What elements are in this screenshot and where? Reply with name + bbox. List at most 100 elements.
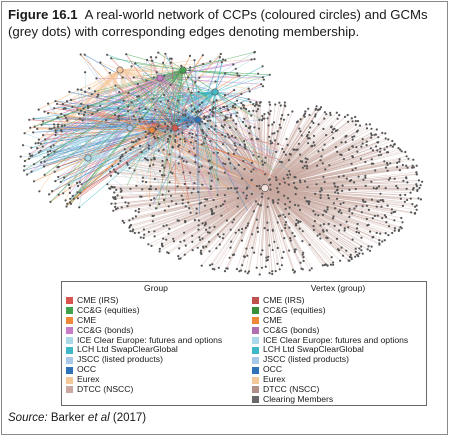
clearing-member-dot — [393, 229, 396, 232]
clearing-member-dot — [293, 186, 297, 189]
clearing-member-dot — [278, 268, 281, 271]
clearing-member-dot — [331, 131, 334, 134]
clearing-member-dot — [242, 255, 245, 258]
clearing-member-dot — [339, 202, 342, 206]
clearing-member-dot — [259, 101, 262, 104]
clearing-member-dot — [271, 270, 274, 273]
clearing-member-dot — [359, 157, 362, 160]
clearing-member-dot — [370, 180, 373, 183]
clearing-member-dot — [208, 159, 211, 162]
clearing-member-dot — [184, 109, 187, 112]
clearing-member-dot — [37, 138, 41, 141]
membership-edge — [264, 187, 417, 206]
clearing-member-dot — [243, 168, 246, 171]
clearing-member-dot — [306, 164, 309, 167]
clearing-member-dot — [307, 107, 310, 110]
clearing-member-dot — [34, 142, 37, 145]
clearing-member-dot — [355, 205, 358, 208]
clearing-member-dot — [237, 163, 240, 167]
membership-edge — [214, 91, 289, 172]
clearing-member-dot — [280, 161, 283, 164]
clearing-member-dot — [68, 90, 71, 93]
clearing-member-dot — [182, 171, 185, 174]
clearing-member-dot — [76, 181, 79, 184]
membership-edge — [87, 151, 183, 159]
clearing-member-dot — [375, 128, 378, 131]
legend-vertex-item: DTCC (NSCC) — [252, 384, 424, 395]
clearing-member-dot — [240, 231, 243, 234]
membership-edge — [118, 108, 199, 121]
clearing-member-dot — [251, 233, 254, 236]
membership-edge — [264, 161, 366, 189]
clearing-member-dot — [195, 134, 198, 137]
clearing-member-dot — [242, 104, 245, 107]
clearing-member-dot — [390, 212, 393, 215]
clearing-member-dot — [199, 238, 202, 241]
clearing-member-dot — [298, 208, 302, 211]
clearing-member-dot — [321, 162, 324, 165]
membership-edge — [264, 187, 267, 258]
membership-edge — [87, 157, 282, 168]
clearing-member-dot — [308, 269, 311, 272]
clearing-member-dot — [365, 127, 369, 130]
clearing-member-dot — [354, 115, 357, 118]
clearing-member-dot — [183, 253, 186, 256]
clearing-member-dot — [177, 111, 180, 114]
membership-edge — [264, 187, 334, 263]
membership-edge — [120, 158, 266, 189]
clearing-member-dot — [396, 187, 399, 190]
clearing-member-dot — [302, 251, 305, 254]
membership-edge — [119, 69, 235, 215]
clearing-member-dot — [255, 185, 258, 188]
legend-label: ICE Clear Europe: futures and options — [263, 334, 409, 345]
source-note: Source: Barker et al (2017) — [8, 412, 146, 424]
clearing-member-dot — [327, 222, 330, 226]
membership-edge — [119, 69, 154, 78]
clearing-member-dot — [170, 57, 173, 60]
clearing-member-dot — [167, 232, 170, 235]
membership-edge — [214, 91, 236, 108]
clearing-member-dot — [68, 191, 71, 194]
membership-edge — [241, 187, 266, 266]
clearing-member-dot — [261, 160, 264, 163]
clearing-member-dot — [334, 207, 337, 210]
membership-edge — [87, 157, 198, 211]
clearing-member-dot — [312, 134, 316, 137]
clearing-member-dot — [52, 144, 55, 147]
clearing-member-dot — [222, 126, 225, 129]
clearing-member-dot — [351, 238, 354, 241]
clearing-member-dot — [390, 208, 393, 211]
clearing-member-dot — [348, 207, 351, 210]
membership-edge — [118, 119, 153, 131]
clearing-member-dot — [201, 237, 204, 240]
clearing-member-dot — [198, 110, 201, 113]
clearing-member-dot — [179, 138, 182, 141]
clearing-member-dot — [60, 124, 64, 127]
clearing-member-dot — [257, 72, 260, 75]
membership-edge — [247, 187, 266, 274]
membership-edge — [264, 187, 328, 266]
clearing-member-dot — [263, 113, 266, 116]
clearing-member-dot — [163, 209, 166, 212]
clearing-member-dot — [191, 249, 194, 252]
membership-edge — [117, 187, 266, 196]
clearing-member-dot — [284, 153, 287, 156]
legend-swatch — [252, 356, 259, 364]
clearing-member-dot — [357, 255, 360, 258]
membership-edge — [264, 187, 393, 234]
legend-swatch — [252, 366, 259, 374]
clearing-member-dot — [183, 137, 186, 140]
clearing-member-dot — [332, 215, 335, 218]
clearing-member-dot — [361, 252, 364, 255]
clearing-member-dot — [170, 200, 173, 203]
clearing-member-dot — [377, 136, 380, 139]
clearing-member-dot — [110, 185, 113, 188]
clearing-member-dot — [227, 157, 231, 161]
clearing-member-dot — [199, 249, 203, 252]
clearing-member-dot — [143, 233, 146, 236]
source-authors: Barker — [50, 412, 85, 424]
membership-edge — [214, 91, 238, 113]
clearing-member-dot — [258, 187, 262, 190]
clearing-member-dot — [227, 152, 230, 155]
clearing-member-dot — [342, 158, 345, 161]
